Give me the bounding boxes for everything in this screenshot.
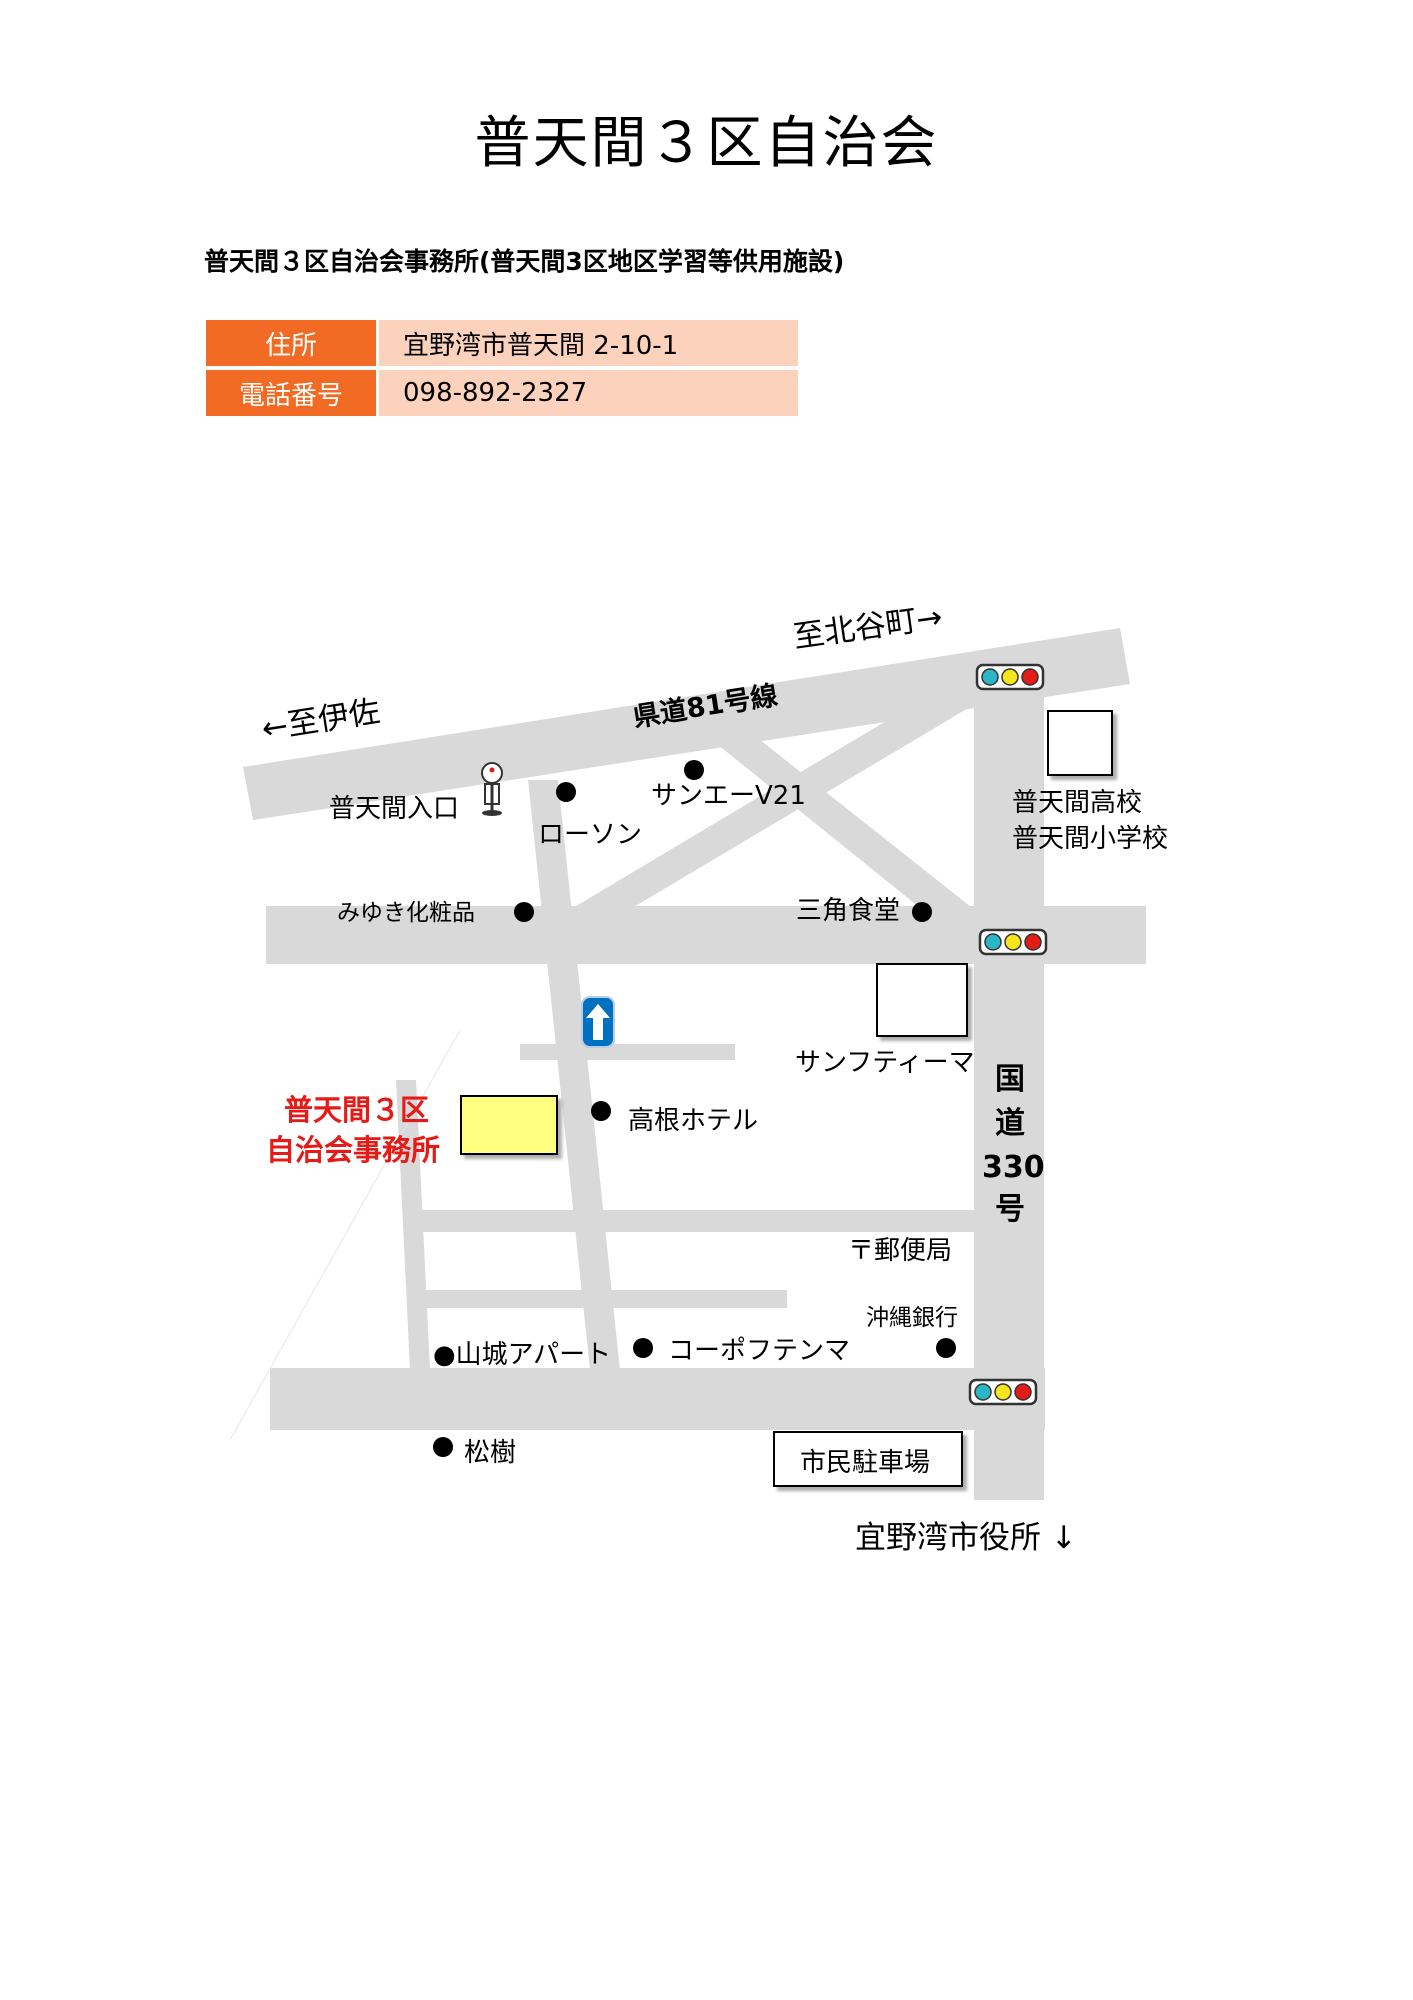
route330-char1: 国	[995, 1062, 1025, 1097]
signal-top-icon	[975, 663, 1045, 691]
main-street	[528, 780, 620, 1370]
phone-row: 電話番号 098-892-2327	[206, 370, 798, 416]
lawson-label: ローソン	[538, 820, 643, 850]
route330-char4: 号	[995, 1192, 1025, 1227]
bus-stop-icon	[481, 762, 503, 816]
sankaku-dot	[912, 902, 932, 922]
address-row: 住所 宜野湾市普天間 2-10-1	[206, 320, 798, 366]
one-way-arrow-icon	[581, 996, 615, 1048]
parking-label: 市民駐車場	[800, 1448, 931, 1478]
takane-hotel-dot	[591, 1101, 611, 1121]
address-label: 住所	[206, 320, 379, 366]
san-a-label: サンエーV21	[651, 781, 806, 811]
diagonal-road-1	[556, 674, 965, 942]
futenma-elementary-label: 普天間小学校	[1012, 824, 1169, 854]
signal-bottom-icon	[968, 1378, 1038, 1406]
road-bottom	[270, 1368, 1045, 1430]
national-route-330	[974, 660, 1044, 1500]
road-h3	[415, 1210, 980, 1232]
futenma-high-label: 普天間高校	[1012, 788, 1143, 818]
office-subtitle: 普天間３区自治会事務所(普天間3区地区学習等供用施設)	[204, 247, 845, 276]
lawson-dot	[556, 782, 576, 802]
access-map	[229, 628, 1146, 1500]
phone-label: 電話番号	[206, 370, 379, 416]
traffic-signals	[968, 663, 1048, 1406]
sanfutima-label: サンフティーマ	[795, 1048, 975, 1078]
prefectural-road-81	[243, 628, 1130, 820]
city-hall-label: 宜野湾市役所 ↓	[855, 1520, 1077, 1556]
office-label-line2: 自治会事務所	[266, 1133, 441, 1167]
okinawa-bank-dot	[936, 1338, 956, 1358]
diagonal-road-2	[712, 728, 985, 928]
route330-number: 330	[982, 1150, 1045, 1185]
left-street	[396, 1080, 430, 1370]
corpo-dot	[633, 1338, 653, 1358]
shoju-label: 松樹	[464, 1438, 517, 1468]
sanfutima-box	[876, 963, 968, 1037]
parking-box	[773, 1431, 963, 1487]
corpo-label: コーポフテンマ	[668, 1336, 851, 1366]
sankaku-label: 三角食堂	[796, 896, 901, 926]
bus-stop-label: 普天間入口	[329, 794, 460, 824]
miyuki-dot	[514, 902, 534, 922]
signal-middle-icon	[978, 928, 1048, 956]
roads	[243, 628, 1146, 1500]
office-box	[460, 1095, 558, 1155]
route330-char2: 道	[995, 1106, 1025, 1141]
miyuki-label: みゆき化粧品	[337, 900, 475, 926]
takane-hotel-label: 高根ホテル	[628, 1106, 759, 1136]
office-label-line1: 普天間３区	[284, 1093, 430, 1127]
post-office-label: 〒郵便局	[848, 1236, 953, 1266]
road-h5	[520, 1044, 735, 1060]
page-title: 普天間３区自治会	[474, 111, 939, 176]
landmark-dots	[433, 760, 956, 1457]
faint-line	[229, 1029, 461, 1441]
phone-value: 098-892-2327	[379, 370, 798, 416]
san-a-dot	[684, 760, 704, 780]
address-value: 宜野湾市普天間 2-10-1	[379, 320, 798, 366]
yamashiro-label: ●山城アパート	[433, 1340, 612, 1370]
shoju-dot	[433, 1437, 453, 1457]
okinawa-bank-label: 沖縄銀行	[866, 1305, 958, 1331]
info-table: 住所 宜野湾市普天間 2-10-1 電話番号 098-892-2327	[206, 316, 798, 420]
futenma-school-box	[1047, 710, 1113, 776]
